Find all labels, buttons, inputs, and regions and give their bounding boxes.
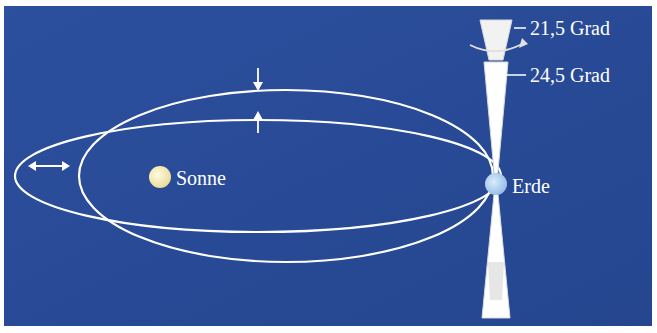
rotation-arrow	[470, 44, 522, 51]
angle-label: 24,5 Grad	[530, 65, 610, 85]
sun-symbol	[149, 166, 171, 188]
leader-line	[514, 27, 526, 29]
orbit-change-arrows	[28, 68, 263, 171]
rotation-arrow-head	[519, 38, 528, 48]
earth-symbol	[485, 173, 507, 195]
circular-orbit	[79, 90, 493, 262]
axis-cones	[480, 20, 512, 318]
elongated-orbit	[15, 120, 501, 232]
leader-line	[505, 74, 526, 76]
sun-label: Sonne	[176, 168, 226, 188]
angle-label: 21,5 Grad	[530, 18, 610, 38]
earth-label: Erde	[512, 176, 550, 196]
background-panel	[4, 6, 652, 326]
